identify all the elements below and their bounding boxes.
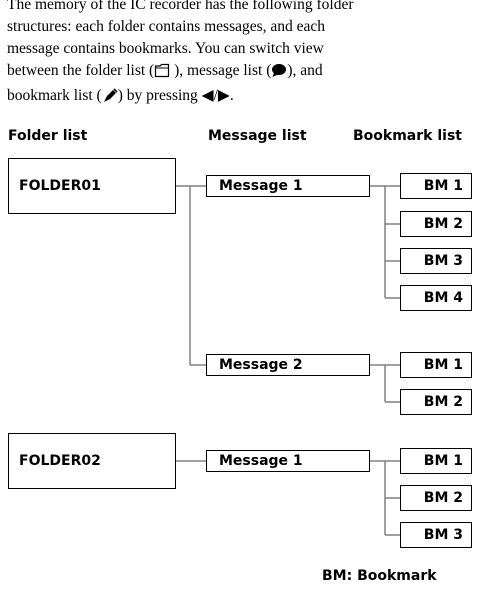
message-box[interactable]: Message 1 (206, 175, 370, 197)
folder-icon (154, 63, 170, 85)
message-list-header: Message list (208, 128, 307, 144)
intro-line-5-d: . (229, 87, 234, 104)
message-label: Message 1 (219, 453, 303, 469)
bookmark-box[interactable]: BM 1 (400, 448, 472, 474)
bookmark-box[interactable]: BM 2 (400, 485, 472, 511)
intro-line-4-b: ), message list ( (170, 62, 272, 79)
intro-line-2: structures: each folder contains message… (7, 18, 326, 35)
bookmark-box[interactable]: BM 2 (400, 211, 472, 237)
bookmark-box[interactable]: BM 3 (400, 522, 472, 548)
bookmark-label: BM 2 (423, 394, 463, 410)
bookmark-box[interactable]: BM 1 (400, 173, 472, 199)
bookmark-box[interactable]: BM 1 (400, 352, 472, 378)
intro-line-4-c: ), and (287, 62, 323, 79)
folder-box[interactable]: FOLDER01 (8, 158, 176, 214)
bookmark-label: BM 1 (423, 357, 463, 373)
bookmark-label: BM 1 (423, 178, 463, 194)
message-label: Message 1 (219, 178, 303, 194)
folder-list-header: Folder list (8, 128, 88, 144)
bookmark-box[interactable]: BM 4 (400, 285, 472, 311)
intro-line-3: message contains bookmarks. You can swit… (7, 40, 324, 57)
intro-line-5-b: ) by pressing (117, 87, 202, 104)
bookmark-label: BM 4 (423, 290, 463, 306)
bookmark-pen-icon (102, 88, 118, 110)
message-label: Message 2 (219, 357, 303, 373)
bookmark-label: BM 2 (423, 490, 463, 506)
intro-paragraph: The memory of the IC recorder has the fo… (7, 0, 477, 110)
intro-line-5: bookmark list ( ) by pressing ◀/▶. (7, 85, 477, 110)
bookmark-label: BM 2 (423, 216, 463, 232)
play-direction-glyphs: ◀/▶ (201, 87, 230, 104)
bookmark-legend: BM: Bookmark (322, 568, 437, 584)
bookmark-box[interactable]: BM 2 (400, 389, 472, 415)
folder-box[interactable]: FOLDER02 (8, 433, 176, 489)
message-box[interactable]: Message 1 (206, 450, 370, 472)
bookmark-box[interactable]: BM 3 (400, 248, 472, 274)
intro-line-4: between the folder list ( ), message lis… (7, 60, 477, 85)
intro-line-5-a: bookmark list ( (7, 87, 102, 104)
bookmark-list-header: Bookmark list (353, 128, 462, 144)
bookmark-label: BM 1 (423, 453, 463, 469)
message-box[interactable]: Message 2 (206, 354, 370, 376)
folder-label: FOLDER01 (19, 178, 101, 194)
speech-bubble-icon (271, 63, 287, 85)
intro-line-4-a: between the folder list ( (7, 62, 155, 79)
folder-label: FOLDER02 (19, 453, 101, 469)
bookmark-label: BM 3 (423, 527, 463, 543)
bookmark-label: BM 3 (423, 253, 463, 269)
intro-line-1: The memory of the IC recorder has the fo… (7, 0, 354, 13)
